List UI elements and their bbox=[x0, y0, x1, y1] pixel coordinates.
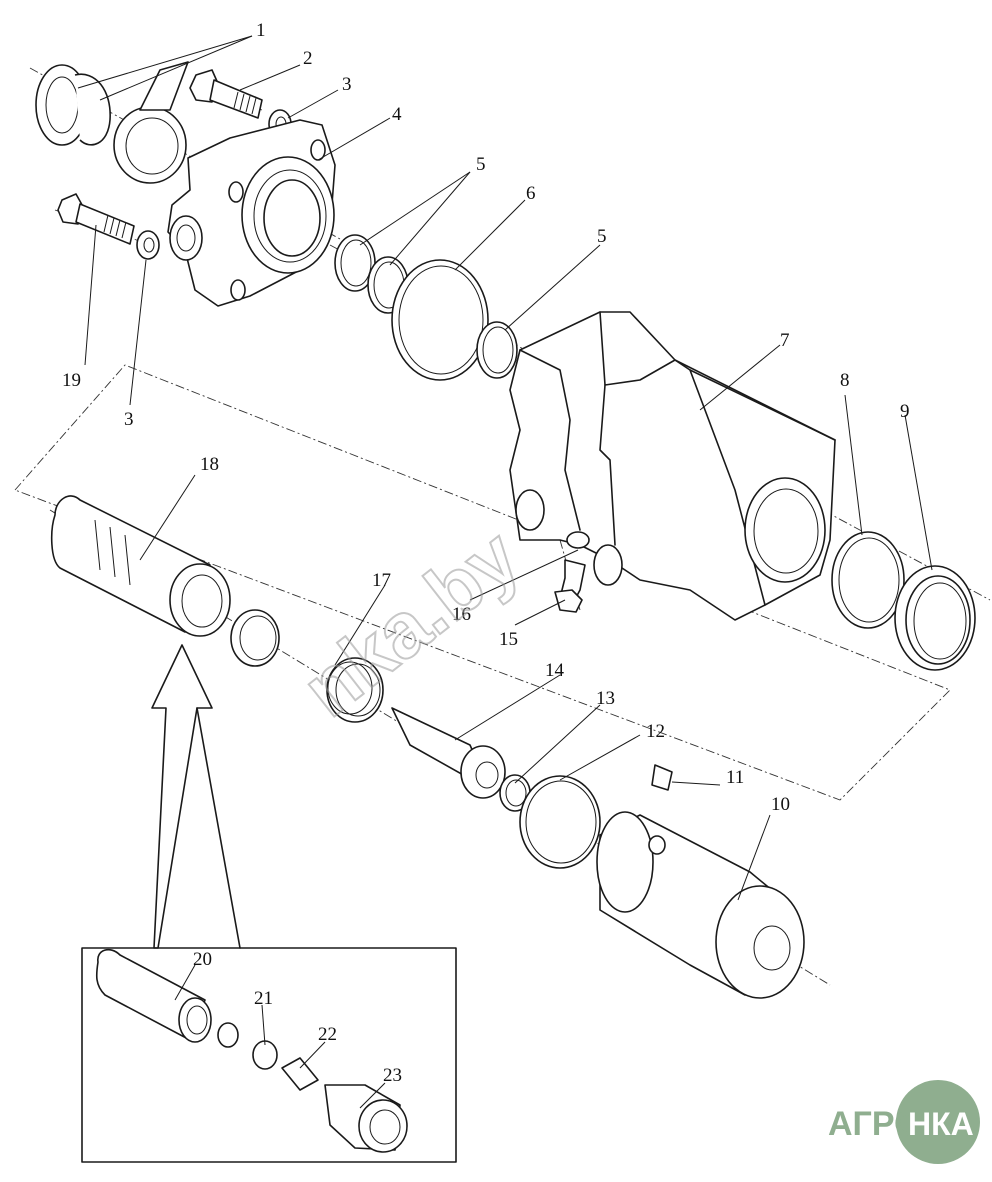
label-7: 7 bbox=[780, 330, 790, 351]
agro-nka-logo: АГРО НКА bbox=[828, 1080, 980, 1164]
label-15: 15 bbox=[499, 629, 518, 650]
label-10: 10 bbox=[771, 794, 790, 815]
label-19: 19 bbox=[62, 370, 81, 391]
label-3b: 3 bbox=[124, 409, 134, 430]
logo-left-text: АГРО bbox=[828, 1105, 921, 1143]
part-2-bolt bbox=[189, 69, 263, 119]
label-22: 22 bbox=[318, 1024, 337, 1045]
label-5b: 5 bbox=[597, 226, 607, 247]
label-23: 23 bbox=[383, 1065, 402, 1086]
part-12-13-rings bbox=[499, 774, 601, 869]
part-14-plunger bbox=[391, 707, 506, 799]
label-4: 4 bbox=[392, 104, 402, 125]
part-1-diaphragm bbox=[35, 61, 189, 184]
label-11: 11 bbox=[726, 767, 744, 788]
label-18: 18 bbox=[200, 454, 219, 475]
part-11-set-screw bbox=[651, 764, 673, 791]
part-17-springs bbox=[230, 609, 384, 723]
part-7-valve-body bbox=[509, 311, 836, 621]
label-8: 8 bbox=[840, 370, 850, 391]
logo-circle-text: НКА bbox=[908, 1106, 974, 1142]
label-6: 6 bbox=[526, 183, 536, 204]
label-1: 1 bbox=[256, 20, 266, 41]
label-14: 14 bbox=[545, 660, 565, 681]
label-17: 17 bbox=[372, 570, 391, 591]
part-19-bolt bbox=[57, 193, 135, 245]
part-4-flange-housing bbox=[167, 119, 336, 307]
part-8-9-rings bbox=[831, 531, 976, 671]
watermark-text: nka.by bbox=[286, 512, 535, 733]
detail-inset bbox=[81, 644, 457, 1163]
label-21: 21 bbox=[254, 988, 273, 1009]
label-2: 2 bbox=[303, 48, 313, 69]
logo-circle bbox=[896, 1080, 980, 1164]
label-3a: 3 bbox=[342, 74, 352, 95]
leader-lines bbox=[77, 35, 933, 1109]
part-labels: 1 2 3 4 5 6 5 7 8 9 19 3 18 17 16 15 14 … bbox=[62, 20, 910, 1086]
part-18-spool bbox=[50, 495, 231, 637]
part-15-16-fitting bbox=[554, 531, 590, 613]
label-12: 12 bbox=[646, 721, 665, 742]
label-9: 9 bbox=[900, 401, 910, 422]
label-20: 20 bbox=[193, 949, 212, 970]
label-16: 16 bbox=[452, 604, 471, 625]
part-10-sleeve bbox=[596, 811, 805, 999]
label-13: 13 bbox=[596, 688, 615, 709]
label-5a: 5 bbox=[476, 154, 486, 175]
part-5-6-rings bbox=[334, 234, 518, 381]
